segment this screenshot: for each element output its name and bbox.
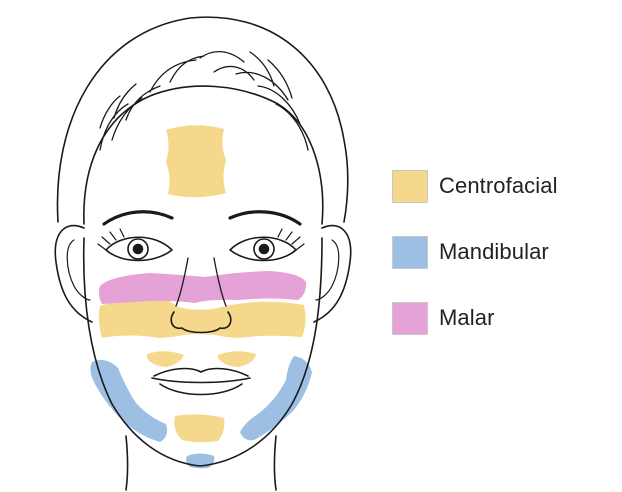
legend-item-malar: Malar: [392, 298, 617, 338]
malar-zone: [99, 271, 306, 304]
centrofacial-right-upper-lip-zone: [218, 351, 256, 367]
legend-item-centrofacial: Centrofacial: [392, 166, 617, 206]
legend-label-centrofacial: Centrofacial: [439, 173, 558, 199]
neck-right: [275, 436, 277, 490]
right-eyebrow: [230, 212, 300, 224]
malar-band-zone: [99, 271, 306, 304]
left-eyebrow: [104, 212, 172, 224]
legend: Centrofacial Mandibular Malar: [392, 166, 617, 338]
mandibular-right-jaw-zone: [240, 356, 312, 440]
lip-line: [152, 378, 250, 383]
lower-lip: [160, 384, 242, 395]
right-pupil: [260, 245, 269, 254]
mandibular-swatch: [392, 236, 428, 269]
legend-label-malar: Malar: [439, 305, 495, 331]
neck-left: [126, 436, 128, 490]
left-ear-inner: [67, 240, 90, 300]
centrofacial-swatch: [392, 170, 428, 203]
centrofacial-left-upper-lip-zone: [147, 351, 184, 367]
legend-item-mandibular: Mandibular: [392, 232, 617, 272]
malar-swatch: [392, 302, 428, 335]
centrofacial-chin-zone: [174, 414, 224, 442]
centrofacial-forehead-zone: [166, 125, 226, 197]
legend-label-mandibular: Mandibular: [439, 239, 549, 265]
upper-lip: [154, 369, 248, 376]
mandibular-left-jaw-zone: [90, 360, 167, 442]
left-pupil: [134, 245, 143, 254]
mandibular-zones: [90, 356, 312, 468]
